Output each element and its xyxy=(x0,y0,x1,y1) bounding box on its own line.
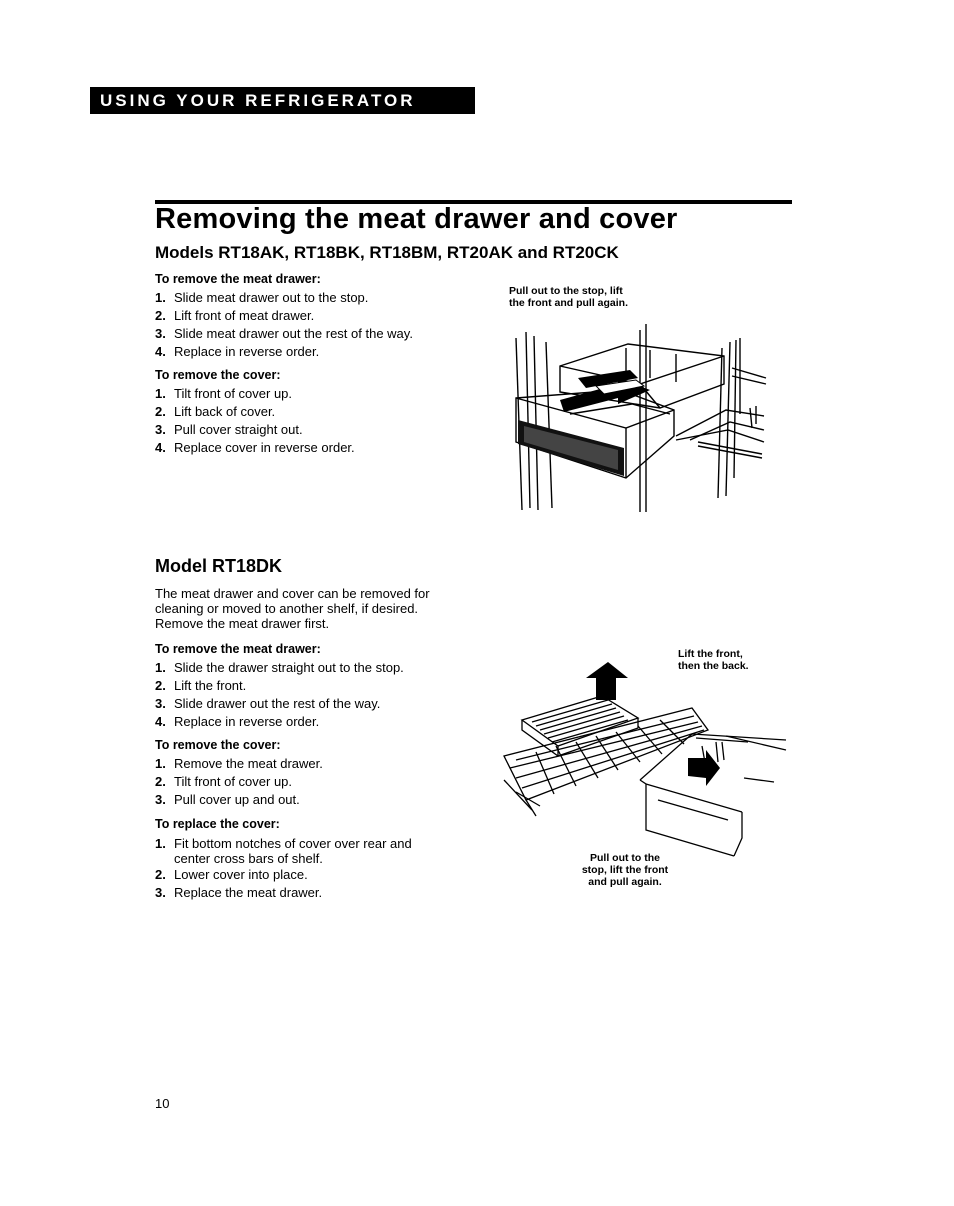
section2-cover-steps: 1. Remove the meat drawer. 2. Tilt front o… xyxy=(155,755,323,809)
step-text: Lift the front. xyxy=(174,678,247,693)
section1-cover-instructions: To remove the cover: 1. Tilt front of cov… xyxy=(155,366,355,457)
intro-line: cleaning or moved to another shelf, if d… xyxy=(155,601,419,616)
section-header-bar: USING YOUR REFRIGERATOR xyxy=(90,87,475,114)
step-number: 1. xyxy=(155,756,166,771)
caption-line: Pull out to the stop, lift xyxy=(509,285,623,297)
list-item: 4. Replace in reverse order. xyxy=(155,713,404,731)
step-number: 4. xyxy=(155,440,166,455)
step-text: Replace cover in reverse order. xyxy=(174,440,355,455)
step-number: 1. xyxy=(155,660,166,675)
step-number: 3. xyxy=(155,326,166,341)
step-number: 3. xyxy=(155,422,166,437)
list-item: 3. Slide drawer out the rest of the way. xyxy=(155,695,404,713)
section2-replace-heading: To replace the cover: xyxy=(155,817,280,831)
list-item: 2. Lift the front. xyxy=(155,677,404,695)
list-item: 4. Replace in reverse order. xyxy=(155,343,413,361)
step-number: 3. xyxy=(155,792,166,807)
list-item: 1. Slide the drawer straight out to the s… xyxy=(155,659,404,677)
intro-line: The meat drawer and cover can be removed… xyxy=(155,586,430,601)
caption-line: then the back. xyxy=(678,660,749,672)
list-item: 1. Slide meat drawer out to the stop. xyxy=(155,289,413,307)
list-item: 2. Lift front of meat drawer. xyxy=(155,307,413,325)
step-number: 2. xyxy=(155,404,166,419)
intro-line: Remove the meat drawer first. xyxy=(155,616,330,631)
list-item: 1. Tilt front of cover up. xyxy=(155,385,355,403)
step-text: Lift back of cover. xyxy=(174,404,276,419)
list-item: 1. Fit bottom notches of cover over rear … xyxy=(155,836,412,866)
step-number: 2. xyxy=(155,867,166,882)
step-text: Lift front of meat drawer. xyxy=(174,308,315,323)
step-text: Pull cover straight out. xyxy=(174,422,303,437)
list-item: 1. Remove the meat drawer. xyxy=(155,755,323,773)
lift-caption: Lift the front, then the back. xyxy=(678,648,749,672)
drawer-illustration-caption: Pull out to the stop, lift the front and… xyxy=(509,285,628,309)
section2-replace-instructions: To replace the cover: 1. Fit bottom notch… xyxy=(155,815,412,902)
list-item: 2. Lower cover into place. xyxy=(155,866,412,884)
step-number: 4. xyxy=(155,714,166,729)
section1-drawer-heading: To remove the meat drawer: xyxy=(155,272,321,286)
step-text: Replace in reverse order. xyxy=(174,344,320,359)
step-text: Slide the drawer straight out to the sto… xyxy=(174,660,404,675)
models-subtitle: Models RT18AK, RT18BK, RT18BM, RT20AK an… xyxy=(155,243,619,262)
section2-drawer-steps: 1. Slide the drawer straight out to the s… xyxy=(155,659,404,731)
rt18dk-intro: The meat drawer and cover can be removed… xyxy=(155,586,455,631)
page-number: 10 xyxy=(155,1096,170,1111)
step-text-line: center cross bars of shelf. xyxy=(174,851,323,866)
step-number: 1. xyxy=(155,386,166,401)
list-item: 3. Replace the meat drawer. xyxy=(155,884,412,902)
title-rule xyxy=(155,200,792,204)
section2-drawer-heading: To remove the meat drawer: xyxy=(155,642,321,656)
step-text: Pull cover up and out. xyxy=(174,792,300,807)
step-number: 2. xyxy=(155,774,166,789)
section2-cover-instructions: To remove the cover: 1. Remove the meat d… xyxy=(155,736,323,809)
step-number: 2. xyxy=(155,678,166,693)
step-text-line: Fit bottom notches of cover over rear an… xyxy=(174,836,412,851)
list-item: 3. Pull cover straight out. xyxy=(155,421,355,439)
list-item: 4. Replace cover in reverse order. xyxy=(155,439,355,457)
step-text: Remove the meat drawer. xyxy=(174,756,323,771)
step-text: Replace in reverse order. xyxy=(174,714,320,729)
step-text: Tilt front of cover up. xyxy=(174,386,293,401)
step-text: Slide meat drawer out to the stop. xyxy=(174,290,369,305)
caption-line: Pull out to the xyxy=(590,852,660,864)
model-rt18dk-title: Model RT18DK xyxy=(155,556,283,576)
caption-line: the front and pull again. xyxy=(509,297,628,309)
step-number: 2. xyxy=(155,308,166,323)
step-number: 1. xyxy=(155,836,166,851)
caption-line: and pull again. xyxy=(588,876,662,888)
section2-drawer-instructions: To remove the meat drawer: 1. Slide the d… xyxy=(155,640,404,731)
section1-cover-steps: 1. Tilt front of cover up. 2. Lift back of… xyxy=(155,385,355,457)
caption-line: stop, lift the front xyxy=(581,864,669,876)
step-text: Replace the meat drawer. xyxy=(174,885,323,900)
shelf-cover-illustration xyxy=(503,662,787,857)
section1-drawer-steps: 1. Slide meat drawer out to the stop. 2. L… xyxy=(155,289,413,361)
step-text: Slide drawer out the rest of the way. xyxy=(174,696,381,711)
meat-drawer-illustration xyxy=(515,324,767,512)
section1-cover-heading: To remove the cover: xyxy=(155,368,281,382)
step-text: Slide meat drawer out the rest of the wa… xyxy=(174,326,413,341)
section1-drawer-instructions: To remove the meat drawer: 1. Slide meat … xyxy=(155,270,413,361)
step-text: Lower cover into place. xyxy=(174,867,308,882)
step-number: 3. xyxy=(155,885,166,900)
page-title: Removing the meat drawer and cover xyxy=(155,203,678,235)
list-item: 2. Tilt front of cover up. xyxy=(155,773,323,791)
list-item: 2. Lift back of cover. xyxy=(155,403,355,421)
step-number: 4. xyxy=(155,344,166,359)
list-item: 3. Slide meat drawer out the rest of the … xyxy=(155,325,413,343)
section2-replace-steps: 1. Fit bottom notches of cover over rear … xyxy=(155,836,412,902)
step-number: 3. xyxy=(155,696,166,711)
step-number: 1. xyxy=(155,290,166,305)
section2-cover-heading: To remove the cover: xyxy=(155,738,281,752)
pull-caption: Pull out to the stop, lift the front and… xyxy=(573,852,677,888)
caption-line: Lift the front, xyxy=(678,648,743,660)
list-item: 3. Pull cover up and out. xyxy=(155,791,323,809)
step-text: Tilt front of cover up. xyxy=(174,774,293,789)
step-text: Fit bottom notches of cover over rear an… xyxy=(174,836,412,866)
